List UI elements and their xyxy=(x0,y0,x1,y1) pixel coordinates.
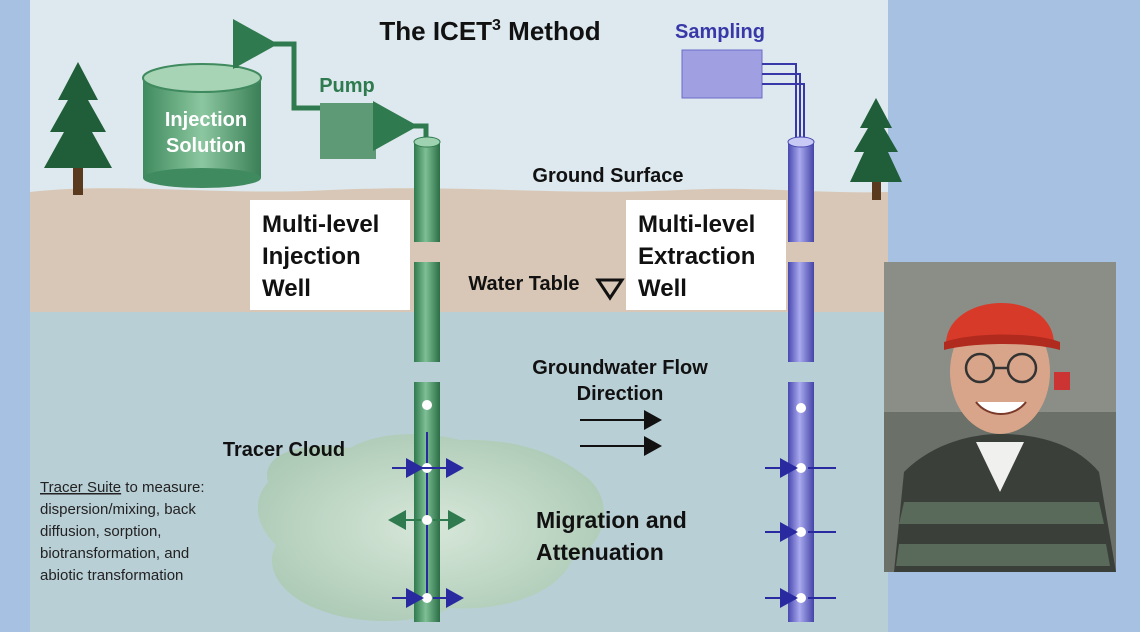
injection-well-label-2: Injection xyxy=(262,243,361,270)
tracer-suite-text: Tracer Suite to measure: dispersion/mixi… xyxy=(40,479,205,584)
extraction-well-label-box xyxy=(626,200,786,310)
extraction-well-label-2: Extraction xyxy=(638,243,755,270)
injection-well-label-box xyxy=(250,200,410,310)
injection-tank: Injection Solution xyxy=(142,63,262,188)
pump-label: Pump xyxy=(319,75,375,97)
tracer-line-2: dispersion/mixing, back xyxy=(40,501,196,518)
water-table-icon xyxy=(595,278,625,301)
injection-solution-label-2: Solution xyxy=(166,135,246,157)
injection-solution-label-1: Injection xyxy=(165,109,247,131)
extraction-well-label-1: Multi-level xyxy=(638,211,755,238)
tree-right-icon xyxy=(850,98,902,200)
svg-text:Tracer Suite to measure:: Tracer Suite to measure: xyxy=(40,479,205,496)
tracer-suite-underlined: Tracer Suite xyxy=(40,479,121,496)
tracer-suite-rest: to measure: xyxy=(121,479,204,496)
sampling-box xyxy=(681,49,763,99)
injection-well xyxy=(388,136,466,622)
extraction-well xyxy=(765,136,836,622)
tracer-line-3: diffusion, sorption, xyxy=(40,523,161,540)
tracer-cloud-label: Tracer Cloud xyxy=(223,439,345,461)
sampling-label: Sampling xyxy=(675,21,765,43)
page-title: The ICET3 Method xyxy=(379,16,600,46)
gw-flow-label-2: Direction xyxy=(577,383,664,405)
pump-icon xyxy=(320,103,376,159)
extraction-well-label-3: Well xyxy=(638,275,687,302)
migration-label-2: Attenuation xyxy=(536,539,664,565)
gw-flow-label-1: Groundwater Flow xyxy=(532,357,708,379)
water-table-label: Water Table xyxy=(468,273,579,295)
migration-label-1: Migration and xyxy=(536,507,687,533)
tree-left-icon xyxy=(44,62,112,195)
tracer-line-4: biotransformation, and xyxy=(40,545,189,562)
tracer-line-5: abiotic transformation xyxy=(40,567,183,584)
portrait-photo xyxy=(884,262,1116,572)
ground-surface-label: Ground Surface xyxy=(532,165,683,187)
injection-well-label-1: Multi-level xyxy=(262,211,379,238)
injection-well-label-3: Well xyxy=(262,275,311,302)
sampling-lines xyxy=(762,63,805,142)
